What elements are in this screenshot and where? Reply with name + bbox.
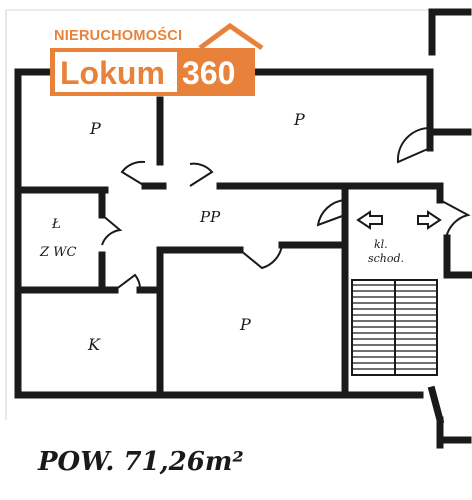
room-label-hallway: PP	[199, 208, 221, 226]
brand-logo: NIERUCHOMOŚCI Lokum 360	[50, 22, 264, 96]
logo-word-panel	[55, 52, 177, 92]
neighbor-walls	[427, 8, 472, 449]
logo-word: Lokum	[60, 55, 165, 91]
room-label-kitchen: K	[87, 335, 101, 354]
logo-top-text: NIERUCHOMOŚCI	[54, 26, 182, 44]
area-label: POW. 71,26m²	[37, 447, 244, 477]
room-label-top-left: P	[89, 119, 101, 138]
room-label-bathroom-top: Ł	[51, 217, 61, 232]
internal-walls	[14, 96, 444, 399]
outer-walls	[14, 68, 472, 399]
staircase	[351, 279, 438, 376]
door-swings	[101, 126, 471, 291]
door-arrows	[356, 210, 442, 230]
stairwell-label-bottom: schod.	[368, 252, 404, 265]
logo-number: 360	[182, 55, 235, 91]
room-label-top-right: P	[293, 110, 305, 129]
room-label-bottom: P	[239, 315, 251, 334]
logo-roof-icon	[198, 22, 264, 51]
room-label-bathroom-bottom: Z WC	[39, 245, 77, 260]
stairwell-label-top: kl.	[374, 238, 388, 251]
